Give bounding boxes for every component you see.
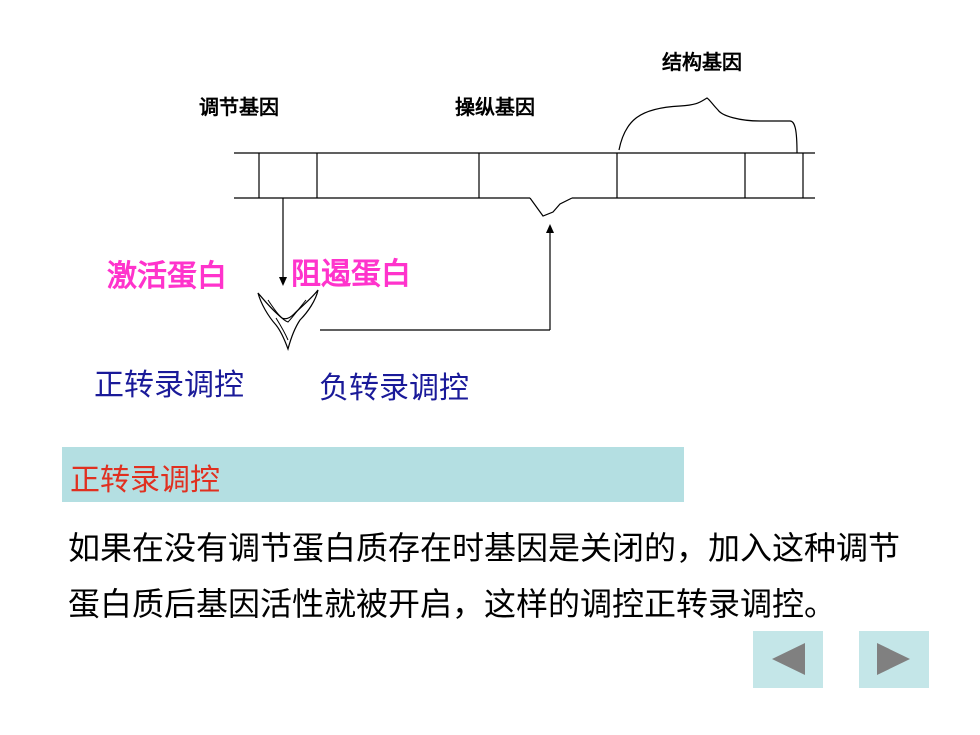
triangle-left-icon xyxy=(772,643,805,675)
regulatory-protein-detail xyxy=(275,317,289,341)
operator-gene-label: 操纵基因 xyxy=(455,95,535,119)
structural-gene-brace xyxy=(618,97,798,154)
regulatory-protein-detail xyxy=(267,299,307,323)
prev-slide-button[interactable] xyxy=(753,631,823,688)
regulatory-arrow-head xyxy=(279,277,287,286)
structural-gene-label: 结构基因 xyxy=(662,50,742,74)
activator-protein-label: 激活蛋白 xyxy=(107,259,227,294)
repressor-arrow-head xyxy=(546,224,554,233)
regulatory-gene-label: 调节基因 xyxy=(199,95,279,119)
positive-regulation-label: 正转录调控 xyxy=(94,368,244,403)
triangle-right-icon xyxy=(877,643,910,675)
regulatory-protein-shape xyxy=(257,289,319,351)
next-slide-button[interactable] xyxy=(859,631,929,688)
negative-regulation-label: 负转录调控 xyxy=(319,371,469,406)
section-heading-bar: 正转录调控 xyxy=(62,447,684,502)
section-body-text: 如果在没有调节蛋白质存在时基因是关闭的，加入这种调节蛋白质后基因活性就被开启，这… xyxy=(68,529,901,623)
gene-regulation-diagram xyxy=(234,97,815,351)
section-heading: 正转录调控 xyxy=(70,463,220,498)
operator-binding-notch xyxy=(529,197,573,217)
repressor-protein-label: 阻遏蛋白 xyxy=(291,257,411,292)
